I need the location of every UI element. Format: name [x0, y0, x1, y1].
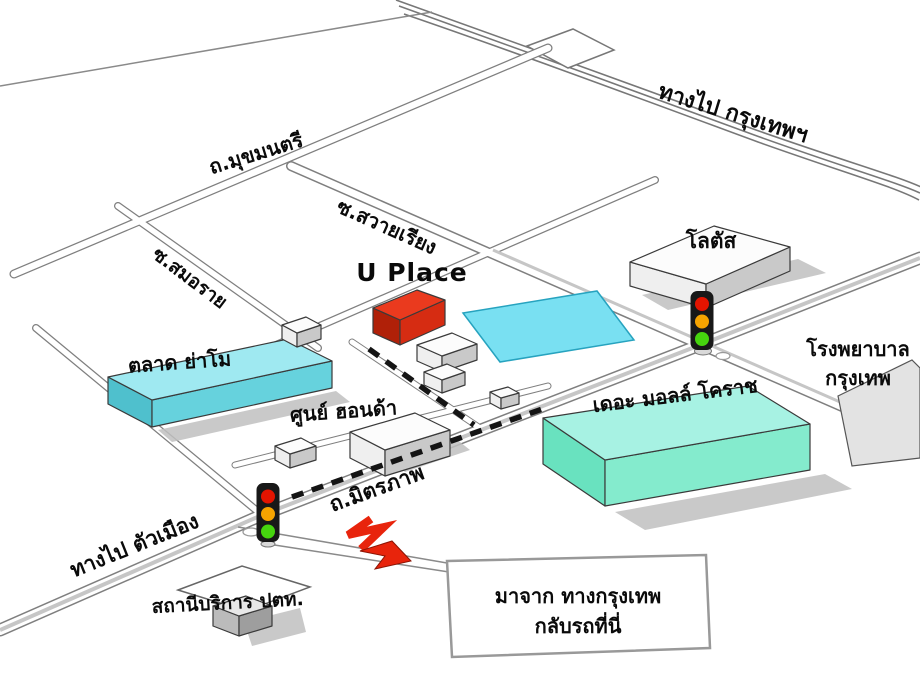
callout-text-line2: กลับรถที่นี่: [535, 611, 622, 638]
building-u-place: [372, 289, 446, 346]
highway-to-bangkok: [0, 0, 920, 201]
traffic-island-right: [715, 351, 731, 361]
road-edge-line: [0, 11, 433, 87]
market-shadow: [158, 391, 350, 442]
mall-face-top: [542, 385, 811, 461]
building-small-box-1: [281, 316, 322, 348]
bridge-overpass: [525, 28, 616, 69]
callout-leader-line-2: [267, 543, 450, 573]
traffic-light-icon-right: [690, 291, 714, 356]
route-dashed-line: [291, 346, 549, 500]
building-ptt-station: [175, 565, 313, 637]
market-face-top: [107, 338, 333, 401]
u-turn-arrow-icon: [345, 515, 412, 570]
cyan-lot: [461, 290, 636, 363]
building-small-box-5: [489, 386, 520, 410]
traffic-light-icon-left: [256, 483, 280, 548]
uplace-label: U Place: [356, 258, 468, 287]
building-small-box-3: [423, 363, 466, 394]
building-yamo-market: [107, 338, 333, 428]
lotus-label: โลตัส: [685, 228, 737, 253]
hospital-label-line1: โรงพยาบาล: [805, 337, 910, 361]
map-labels: U Place ทางไป กรุงเทพฯ ถ.มุขมนตรี ซ.สวาย…: [66, 77, 910, 638]
callout-uturn-note: [445, 553, 712, 659]
building-small-box-4: [274, 437, 317, 469]
mall-shadow: [615, 474, 852, 530]
uplace-face-top: [372, 289, 446, 321]
ptt-shadow: [244, 608, 306, 646]
hospital-label-line2: กรุงเทพ: [825, 366, 891, 391]
callout-text-line1: มาจาก ทางกรุงเทพ: [495, 584, 661, 609]
building-the-mall: [542, 385, 811, 507]
lotus-face-top: [629, 225, 791, 285]
building-bangkok-hospital: [837, 359, 920, 467]
